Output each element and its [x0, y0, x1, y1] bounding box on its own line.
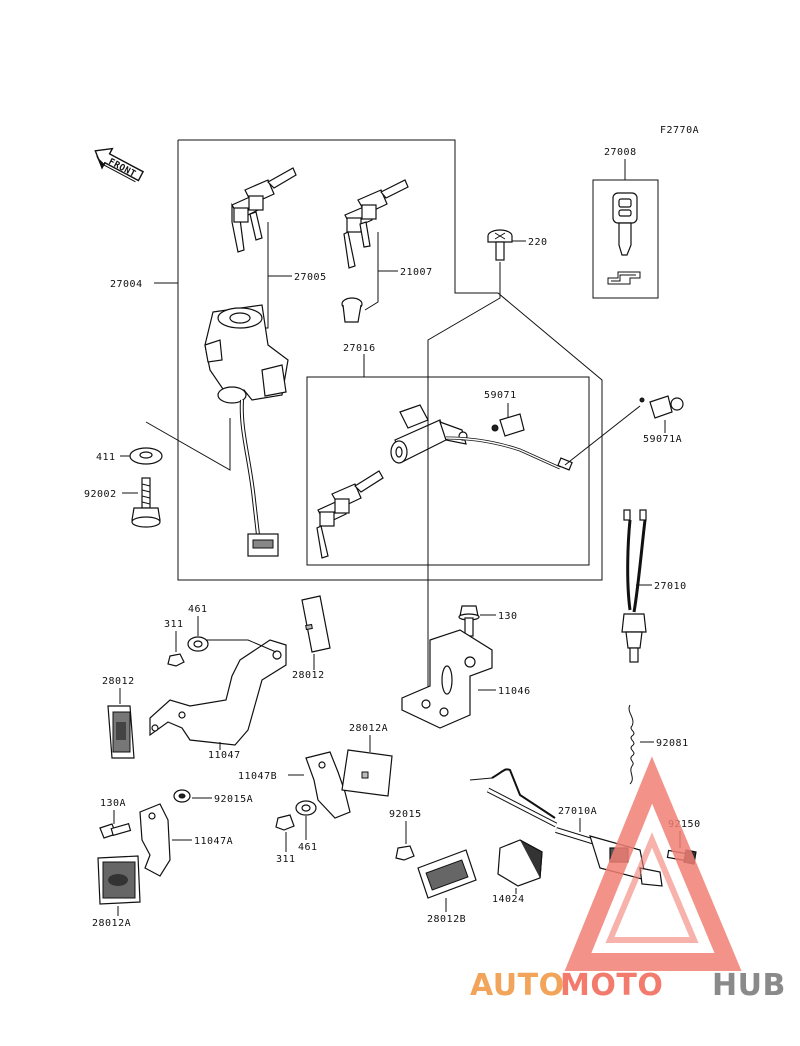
leader-21007	[364, 232, 379, 311]
nut-92015	[395, 845, 415, 861]
watermark-auto: AUTO	[470, 968, 565, 1003]
label-461-lower: 461	[298, 842, 318, 853]
label-311-upper: 311	[164, 619, 184, 630]
screw-220	[487, 229, 513, 261]
label-92015A: 92015A	[214, 794, 253, 805]
label-461-upper: 461	[188, 604, 208, 615]
label-27008: 27008	[604, 147, 637, 158]
label-27010A: 27010A	[558, 806, 597, 817]
nut-311-lower	[275, 814, 295, 831]
spring-92081	[628, 704, 635, 785]
label-92015: 92015	[389, 809, 422, 820]
key-pair-27016	[316, 470, 384, 559]
assembly-outline-27004	[177, 139, 603, 581]
key-pair-27005	[231, 167, 297, 253]
label-28012A-upper: 28012A	[349, 723, 388, 734]
label-92002: 92002	[84, 489, 117, 500]
assembly-outline-27016	[306, 376, 590, 566]
nut-311-upper	[167, 653, 185, 667]
label-14024: 14024	[492, 894, 525, 905]
lock-cylinder-21007	[341, 297, 363, 323]
label-28012A-lower: 28012A	[92, 918, 131, 929]
label-92081: 92081	[656, 738, 689, 749]
bolt-130A	[99, 822, 132, 839]
label-92150: 92150	[668, 819, 701, 830]
key-pair-21007	[343, 179, 409, 269]
label-27016: 27016	[343, 343, 376, 354]
label-28012-right: 28012	[292, 670, 325, 681]
label-130: 130	[498, 611, 518, 622]
pad-28012-right	[301, 595, 331, 653]
pad-28012B	[417, 849, 477, 899]
bolt-92002	[131, 477, 161, 528]
clip-59071	[491, 413, 525, 437]
label-28012-left: 28012	[102, 676, 135, 687]
relay-14024	[497, 839, 543, 887]
nut-92015A	[173, 789, 191, 803]
clip-59071A	[639, 395, 684, 419]
label-411: 411	[96, 452, 116, 463]
label-59071: 59071	[484, 390, 517, 401]
figure-code: F2770A	[660, 125, 699, 136]
label-27004: 27004	[110, 279, 143, 290]
label-28012B: 28012B	[427, 914, 466, 925]
bracket-11047A	[139, 803, 171, 877]
label-21007: 21007	[400, 267, 433, 278]
label-59071A: 59071A	[643, 434, 682, 445]
label-130A: 130A	[100, 798, 126, 809]
bracket-11047B	[305, 751, 351, 819]
pad-28012A-lower	[97, 855, 141, 905]
pad-28012A-upper	[341, 749, 393, 797]
watermark-logo: AUTO MOTO HUB	[470, 756, 786, 1003]
seat-lock-cylinder	[390, 404, 468, 464]
bracket-11046	[401, 629, 493, 729]
label-11047: 11047	[208, 750, 241, 761]
watermark-moto: MOTO	[560, 968, 663, 1003]
key-27008	[612, 192, 638, 256]
label-11047B: 11047B	[238, 771, 277, 782]
washer-461-lower	[295, 800, 317, 816]
front-arrow-icon: FRONT	[94, 147, 145, 183]
label-11046: 11046	[498, 686, 531, 697]
washer-461-upper	[187, 636, 209, 652]
label-27005: 27005	[294, 272, 327, 283]
washer-411	[129, 447, 163, 465]
label-311-lower: 311	[276, 854, 296, 865]
watermark-hub: HUB	[712, 968, 786, 1003]
label-27010: 27010	[654, 581, 687, 592]
bracket-11047	[149, 639, 287, 746]
key-cut-symbol	[607, 271, 641, 285]
pad-28012-left	[107, 705, 135, 759]
label-11047A: 11047A	[194, 836, 233, 847]
label-220: 220	[528, 237, 548, 248]
ignition-switch	[204, 304, 289, 557]
switch-27010	[621, 509, 647, 663]
